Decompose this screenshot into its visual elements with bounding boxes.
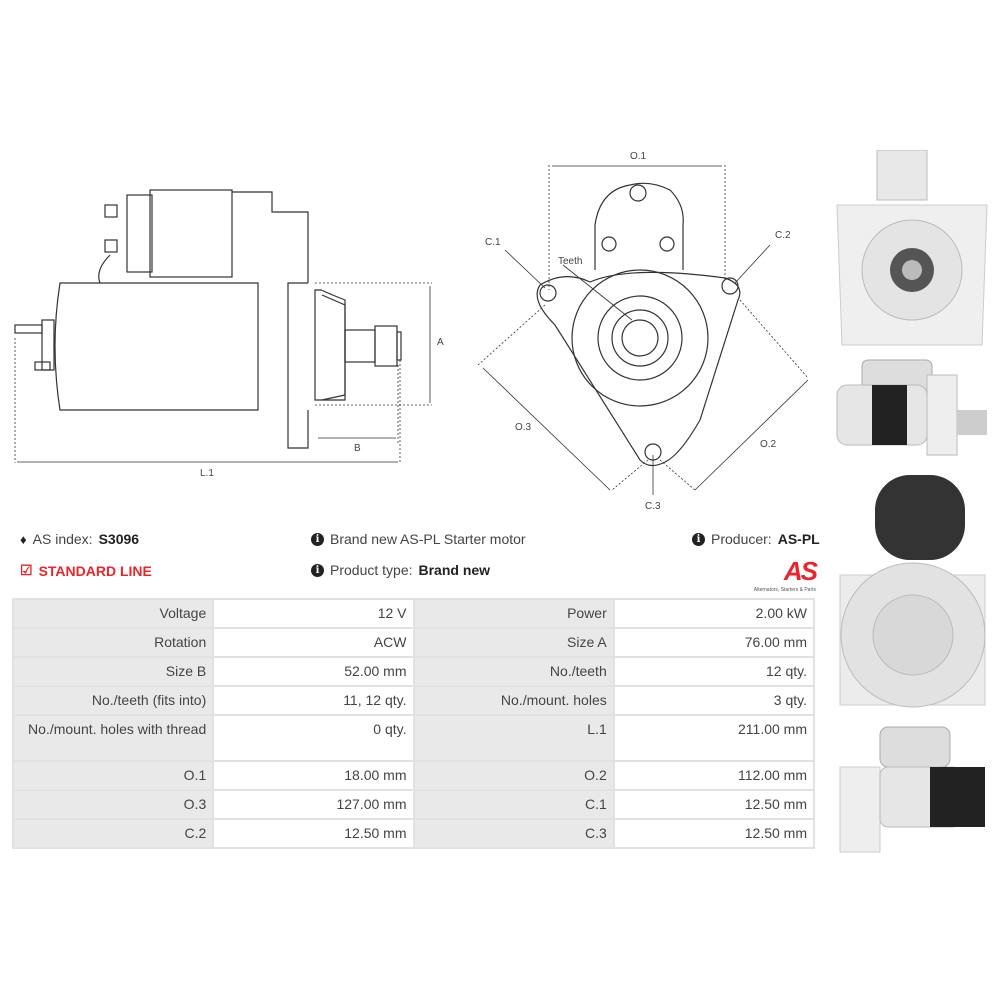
tag-icon: ♦: [20, 531, 27, 547]
spec-label: L.1: [412, 714, 615, 762]
as-index: ♦ AS index:S3096: [20, 531, 140, 547]
spec-label: No./mount. holes with thread: [11, 714, 215, 762]
spec-value: 127.00 mm: [212, 789, 415, 820]
spec-value: 12.50 mm: [612, 789, 816, 820]
label-c2: C.2: [775, 230, 791, 241]
product-photo-angle: [839, 726, 985, 853]
label-b: B: [354, 443, 361, 454]
producer: i Producer:AS-PL: [692, 531, 820, 547]
label-o1: O.1: [630, 151, 647, 162]
standard-line: ☑ STANDARD LINE: [20, 562, 152, 579]
label-c1: C.1: [485, 237, 501, 248]
info-icon: i: [311, 532, 324, 546]
info-icon: i: [311, 563, 324, 577]
product-type: i Product type:Brand new: [311, 562, 490, 578]
spec-value: 3 qty.: [612, 685, 816, 716]
spec-label: Power: [412, 598, 615, 629]
spec-label: O.3: [11, 789, 215, 820]
spec-value: 18.00 mm: [212, 760, 415, 791]
side-view-drawing: L.1 A B: [14, 189, 444, 479]
spec-label: O.1: [11, 760, 215, 791]
spec-value: 112.00 mm: [612, 760, 816, 791]
spec-value: 2.00 kW: [612, 598, 816, 629]
label-o3: O.3: [515, 422, 532, 433]
product-photo-front: [836, 150, 988, 346]
spec-label: C.1: [412, 789, 615, 820]
spec-label: Size B: [11, 656, 215, 687]
spec-value: 52.00 mm: [212, 656, 415, 687]
label-c3: C.3: [645, 501, 661, 512]
spec-value: 211.00 mm: [612, 714, 816, 762]
label-l1: L.1: [200, 468, 214, 479]
spec-label: No./teeth: [412, 656, 615, 687]
spec-value: 0 qty.: [212, 714, 415, 762]
technical-drawing: L.1 A B O.1 C.1 C.2 Teeth O.3 O.2 C.3: [14, 151, 809, 512]
spec-label: No./mount. holes: [412, 685, 615, 716]
spec-value: ACW: [212, 627, 415, 658]
spec-value: 76.00 mm: [612, 627, 816, 658]
front-view-drawing: O.1 C.1 C.2 Teeth O.3 O.2 C.3: [477, 151, 809, 512]
description: i Brand new AS-PL Starter motor: [311, 531, 526, 547]
spec-label: Voltage: [11, 598, 215, 629]
spec-label: Rotation: [11, 627, 215, 658]
info-icon: i: [692, 532, 705, 546]
label-a: A: [437, 337, 444, 348]
spec-label: C.3: [412, 818, 615, 849]
spec-label: C.2: [11, 818, 215, 849]
spec-value: 11, 12 qty.: [212, 685, 415, 716]
label-teeth: Teeth: [558, 256, 582, 267]
product-photo-rear: [839, 475, 986, 708]
spec-value: 12 qty.: [612, 656, 816, 687]
spec-row: No./teeth (fits into)11, 12 qty.No./moun…: [11, 685, 816, 716]
spec-label: O.2: [412, 760, 615, 791]
as-pl-logo: AS Alternators, Starters & Parts: [753, 556, 818, 593]
product-photo-side: [836, 359, 987, 456]
spec-value: 12 V: [212, 598, 415, 629]
label-o2: O.2: [760, 439, 777, 450]
spec-value: 12.50 mm: [612, 818, 816, 849]
spec-label: Size A: [412, 627, 615, 658]
spec-label: No./teeth (fits into): [11, 685, 215, 716]
checkbox-icon: ☑: [20, 562, 33, 578]
spec-value: 12.50 mm: [212, 818, 415, 849]
